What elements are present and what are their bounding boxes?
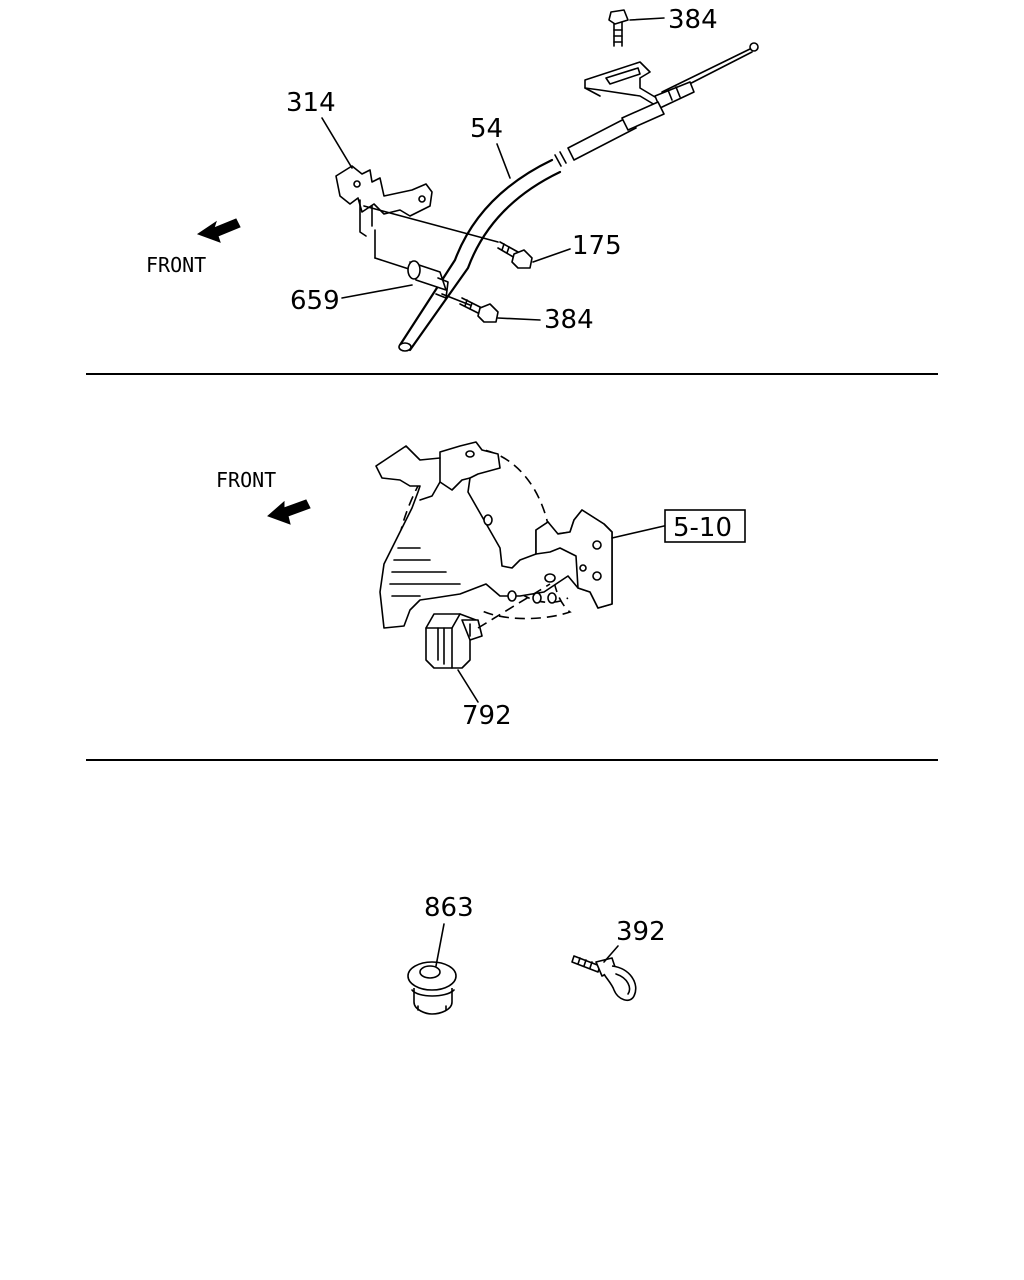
callout-384-top: 384	[668, 5, 718, 35]
main-cable	[398, 158, 562, 352]
cable-end-bracket	[584, 61, 661, 109]
bracket-shading	[389, 547, 461, 597]
side-bolt	[497, 241, 571, 269]
top-bolt	[608, 9, 665, 47]
reference-box	[664, 509, 746, 543]
right-gusset	[507, 509, 613, 609]
front-label-1: FRONT	[146, 253, 206, 277]
section-2-relay-bracket: 5-10 FRONT 792	[216, 441, 746, 731]
front-arrow-icon	[196, 218, 241, 243]
cable-tie	[571, 945, 637, 1002]
grommet	[407, 923, 457, 1015]
bottom-bolt	[459, 297, 541, 323]
cable-upper-segment	[554, 101, 665, 167]
callout-314: 314	[286, 88, 336, 118]
callout-54: 54	[470, 114, 503, 144]
callout-175: 175	[572, 231, 622, 261]
relay	[425, 613, 483, 669]
mounting-bracket	[335, 165, 499, 243]
callout-792: 792	[462, 701, 512, 731]
front-arrow-icon	[267, 499, 311, 525]
bracket-to-clamp-leader	[374, 229, 413, 271]
front-label-2: FRONT	[216, 468, 276, 492]
callout-5-10: 5-10	[673, 513, 732, 543]
section-1-cable-assembly: 384 314 54 175 659 384 FRONT	[146, 5, 759, 352]
cable-clamp	[407, 260, 471, 306]
section-3-small-parts: 863 392	[407, 893, 666, 1015]
callout-863: 863	[424, 893, 474, 923]
cable-end-rod	[654, 42, 759, 109]
callout-392: 392	[616, 917, 666, 947]
callout-659: 659	[290, 286, 340, 316]
callout-384-bottom: 384	[544, 305, 594, 335]
